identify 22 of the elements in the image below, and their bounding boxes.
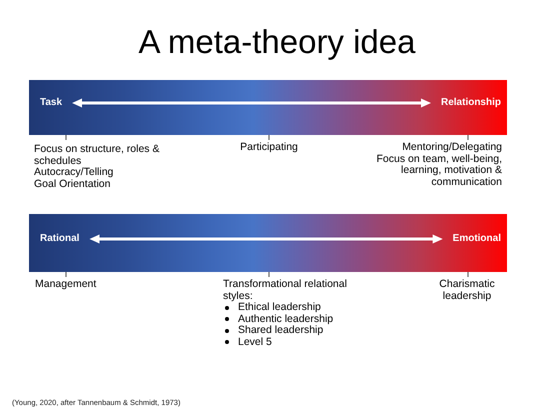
scale-label: Focus on team, well-being, learning, motivation & communication — [376, 152, 502, 188]
list-item-text: Shared leadership — [238, 325, 324, 336]
list-item-text: Ethical leadership — [238, 302, 321, 314]
scale-label: Focus on structure, roles & schedules — [34, 143, 160, 166]
scale-label: Goal Orientation — [34, 178, 110, 190]
double-headed-arrow — [72, 98, 431, 108]
pole-label: Rational — [40, 233, 80, 245]
pole-label: Relationship — [440, 97, 501, 109]
scale-label: Participating — [240, 141, 298, 153]
scale-label: Management — [35, 278, 96, 290]
list-heading: Transformational relational styles: — [223, 278, 347, 302]
spectrum-bar — [29, 80, 507, 135]
title: A meta-theory idea — [138, 24, 416, 60]
list-item-text: Authentic leadership — [238, 314, 334, 325]
scale-label: Mentoring/Delegating — [402, 141, 502, 153]
scale-label: Charismatic leadership — [439, 278, 495, 302]
list-item-text: Level 5 — [238, 336, 272, 348]
scale-label: Autocracy/Telling — [34, 166, 114, 178]
spectrum-bar — [29, 214, 507, 272]
double-headed-arrow — [90, 234, 443, 244]
pole-label: Task — [40, 97, 62, 109]
pole-label: Emotional — [452, 233, 501, 245]
